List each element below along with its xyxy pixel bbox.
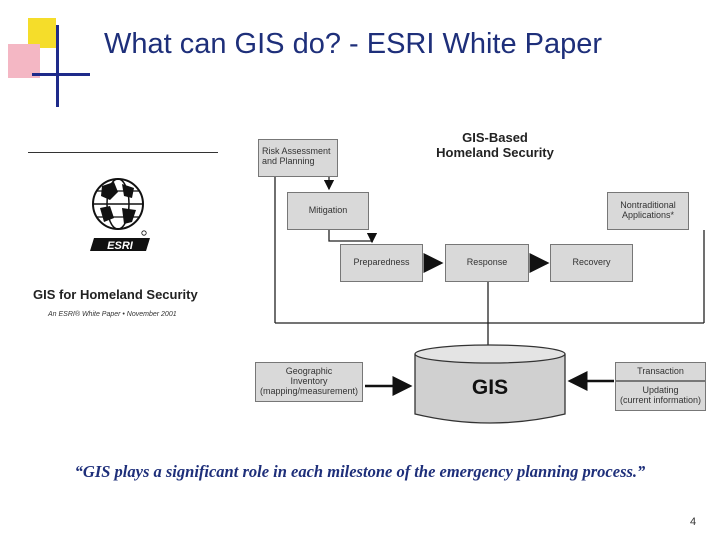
preparedness-label: Preparedness (353, 257, 410, 268)
transaction-box: Transaction (615, 362, 706, 381)
mitigation-to-preparedness-connector (328, 229, 373, 242)
nontraditional-line-1: Nontraditional (620, 200, 676, 211)
cover-subtitle: An ESRI® White Paper • November 2001 (48, 311, 177, 318)
recovery-box: Recovery (550, 244, 633, 282)
mitigation-box: Mitigation (287, 192, 369, 230)
geographic-line-3: (mapping/measurement) (259, 385, 359, 396)
recovery-label: Recovery (572, 257, 611, 268)
corner-decoration-vertical-line (56, 25, 59, 107)
corner-decoration-horizontal-line (32, 73, 90, 76)
diagram-header: GIS-Based Homeland Security (420, 130, 570, 161)
corner-decoration-pink (8, 44, 40, 78)
updating-box: Updating (current information) (615, 381, 706, 411)
diagram-header-line-1: GIS-Based (462, 130, 528, 145)
nontraditional-line-2: Applications* (621, 210, 674, 220)
transaction-label: Transaction (637, 365, 684, 376)
updating-line-2: (current information) (619, 395, 702, 405)
risk-assessment-line-1: Risk Assessment (262, 146, 331, 156)
risk-assessment-line-2: and Planning (262, 155, 315, 166)
nontraditional-box: Nontraditional Applications* (607, 192, 689, 230)
response-label: Response (466, 257, 508, 268)
gis-label: GIS (471, 376, 509, 399)
response-box: Response (445, 244, 529, 282)
geographic-line-2: Inventory (290, 376, 328, 387)
preparedness-box: Preparedness (340, 244, 423, 282)
cover-title: GIS for Homeland Security (33, 287, 198, 302)
esri-logo: ESRI (90, 178, 150, 252)
page-number: 4 (690, 516, 697, 528)
slide-title: What can GIS do? - ESRI White Paper (104, 28, 603, 60)
risk-assessment-box: Risk Assessment and Planning (258, 139, 338, 177)
slide-quote: “GIS plays a significant role in each mi… (74, 462, 646, 481)
mitigation-label: Mitigation (308, 205, 348, 216)
geographic-inventory-box: Geographic Inventory (mapping/measuremen… (255, 362, 363, 402)
geographic-line-1: Geographic (285, 366, 333, 377)
updating-line-1: Updating (642, 385, 679, 396)
cover-rule (28, 152, 218, 153)
gis-cylinder-top (414, 344, 566, 364)
esri-logo-text: ESRI (107, 240, 134, 252)
gis-cylinder-body (414, 354, 566, 424)
corner-decoration-yellow (28, 18, 56, 48)
diagram-header-line-2: Homeland Security (436, 144, 554, 160)
